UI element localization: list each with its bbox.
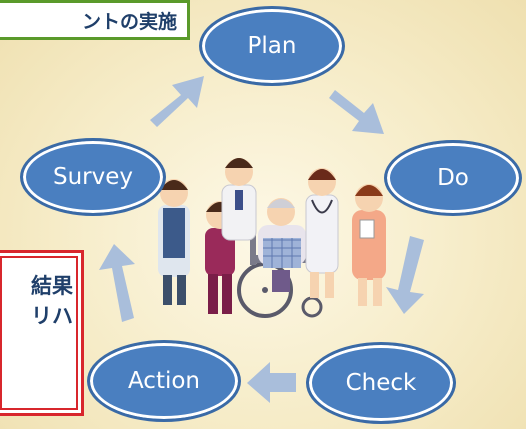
node-survey: Survey — [20, 138, 166, 216]
callout-left-label: 結果 リハ — [0, 250, 84, 416]
callout-top-label: ントの実施 — [0, 0, 190, 40]
node-check-label: Check — [345, 370, 417, 396]
node-plan: Plan — [199, 6, 345, 86]
arrow-action-to-survey — [99, 244, 135, 322]
callout-left-line1: 結果 — [31, 274, 73, 298]
callout-left-line2: リハ — [31, 304, 73, 328]
arrow-do-to-check — [386, 236, 424, 314]
arrow-check-to-action — [247, 362, 296, 403]
node-do: Do — [384, 140, 522, 216]
callout-top-text: ントの実施 — [81, 10, 177, 33]
staff-vest-figure — [158, 179, 190, 305]
node-survey-label: Survey — [52, 164, 133, 190]
staff-clipboard-figure — [352, 184, 386, 306]
node-action-label: Action — [127, 368, 201, 394]
nurse-stethoscope-figure — [305, 168, 339, 298]
arrow-plan-to-do — [329, 90, 384, 134]
arrow-survey-to-plan — [150, 76, 204, 127]
node-check: Check — [306, 342, 456, 424]
caregiver-white-coat-figure — [221, 158, 257, 241]
node-plan-label: Plan — [247, 33, 297, 59]
node-do-label: Do — [437, 165, 469, 191]
caregivers-illustration — [158, 158, 386, 318]
elder-figure — [258, 198, 306, 292]
node-action: Action — [87, 340, 241, 422]
